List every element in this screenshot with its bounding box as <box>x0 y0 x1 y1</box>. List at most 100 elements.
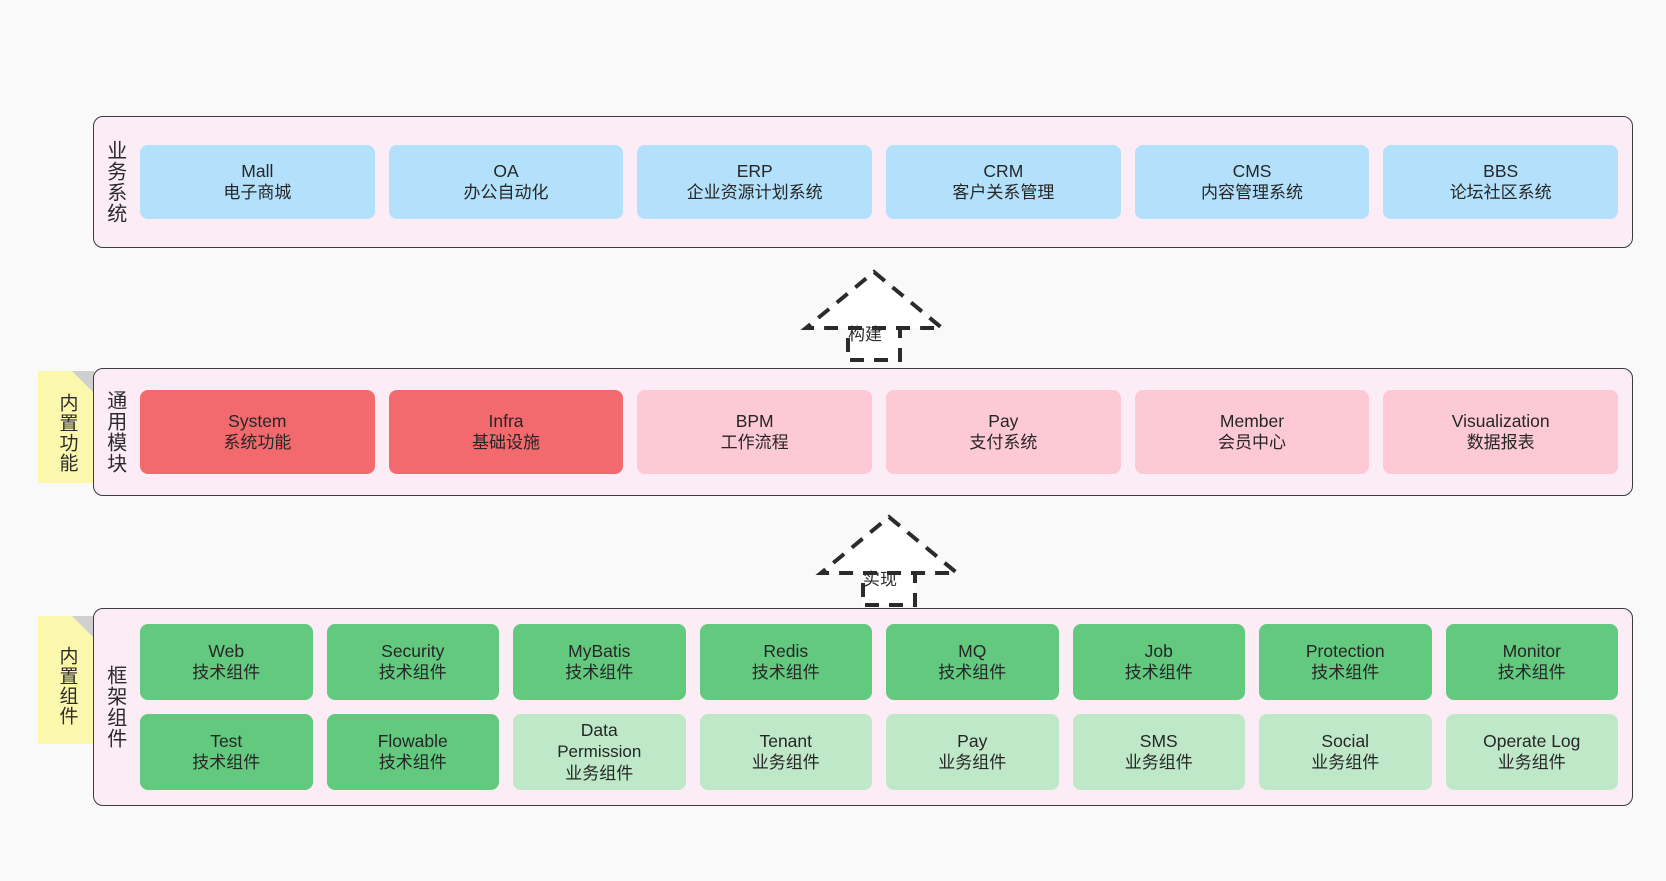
card-subtitle: 技术组件 <box>938 663 1007 683</box>
card-title: Test <box>210 730 243 751</box>
card-infra[interactable]: Infra 基础设施 <box>388 390 624 474</box>
card-title: Data <box>580 720 618 741</box>
card-redis[interactable]: Redis 技术组件 <box>699 624 872 700</box>
card-title: Tenant <box>759 730 813 751</box>
card-oa[interactable]: OA 办公自动化 <box>388 145 624 219</box>
card-web[interactable]: Web 技术组件 <box>140 624 313 700</box>
framework-business-row: Test 技术组件 Flowable 技术组件 Data Permission … <box>140 714 1618 790</box>
card-subtitle: 系统功能 <box>223 433 292 453</box>
layer-body-business-systems: Mall 电子商城 OA 办公自动化 ERP 企业资源计划系统 CRM 客户关系… <box>134 117 1632 247</box>
card-subtitle: 支付系统 <box>969 433 1038 453</box>
build-connector: 构建 <box>800 266 948 362</box>
card-system[interactable]: System 系统功能 <box>140 390 375 474</box>
card-subtitle: 业务组件 <box>1497 753 1566 773</box>
card-sms[interactable]: SMS 业务组件 <box>1072 714 1245 790</box>
card-subtitle: 技术组件 <box>1311 663 1380 683</box>
card-mall[interactable]: Mall 电子商城 <box>140 145 375 219</box>
card-title: Social <box>1321 730 1370 751</box>
card-subtitle: 数据报表 <box>1466 433 1535 453</box>
builtin-components-note-label: 内置组件 <box>56 646 78 726</box>
card-subtitle: 技术组件 <box>192 753 261 773</box>
page-fold-icon <box>72 371 94 393</box>
card-title-cont: Permission <box>557 742 642 762</box>
layer-title-common-modules: 通用模块 <box>103 390 126 474</box>
builtin-features-note-label: 内置功能 <box>56 393 78 473</box>
card-title: BBS <box>1483 160 1519 181</box>
card-title: CRM <box>983 160 1024 181</box>
card-title: Job <box>1144 640 1173 661</box>
card-title: Flowable <box>377 730 448 751</box>
card-title: SMS <box>1139 730 1178 751</box>
implement-connector-label: 实现 <box>863 570 897 589</box>
card-flowable[interactable]: Flowable 技术组件 <box>326 714 499 790</box>
card-protection[interactable]: Protection 技术组件 <box>1259 624 1432 700</box>
card-subtitle: 技术组件 <box>378 753 447 773</box>
card-title: Pay <box>988 410 1019 431</box>
layer-body-common-modules: System 系统功能 Infra 基础设施 BPM 工作流程 Pay 支付系统… <box>134 369 1632 495</box>
card-operate-log[interactable]: Operate Log 业务组件 <box>1445 714 1618 790</box>
dashed-stem <box>861 571 917 607</box>
card-title: Member <box>1219 410 1285 431</box>
card-erp[interactable]: ERP 企业资源计划系统 <box>637 145 873 219</box>
build-connector-label: 构建 <box>848 325 882 344</box>
card-title: Web <box>208 640 245 661</box>
card-subtitle: 企业资源计划系统 <box>686 183 823 203</box>
layer-body-framework-components: Web 技术组件 Security 技术组件 MyBatis 技术组件 Redi… <box>134 609 1632 805</box>
framework-tech-row: Web 技术组件 Security 技术组件 MyBatis 技术组件 Redi… <box>140 624 1618 700</box>
card-title: Monitor <box>1502 640 1561 661</box>
card-title: Operate Log <box>1483 730 1581 751</box>
card-subtitle: 技术组件 <box>378 663 447 683</box>
card-subtitle: 基础设施 <box>472 433 540 453</box>
card-subtitle: 业务组件 <box>1124 753 1193 773</box>
dashed-stem <box>846 326 902 362</box>
card-security[interactable]: Security 技术组件 <box>326 624 499 700</box>
layer-business-systems: 业务系统 Mall 电子商城 OA 办公自动化 ERP 企业资源计划系统 CRM… <box>93 116 1633 248</box>
card-title: ERP <box>736 160 773 181</box>
card-subtitle: 技术组件 <box>1124 663 1193 683</box>
card-subtitle: 内容管理系统 <box>1201 183 1304 203</box>
layer-framework-components: 框架组件 Web 技术组件 Security 技术组件 MyBatis 技术组件… <box>93 608 1633 806</box>
card-data-permission[interactable]: Data Permission 业务组件 <box>513 714 686 790</box>
card-subtitle: 办公自动化 <box>463 183 549 203</box>
card-mybatis[interactable]: MyBatis 技术组件 <box>513 624 686 700</box>
card-subtitle: 业务组件 <box>938 753 1007 773</box>
card-cms[interactable]: CMS 内容管理系统 <box>1134 145 1370 219</box>
card-subtitle: 会员中心 <box>1218 433 1287 453</box>
card-subtitle: 业务组件 <box>565 764 634 784</box>
card-title: MyBatis <box>568 640 631 661</box>
card-mq[interactable]: MQ 技术组件 <box>886 624 1059 700</box>
card-tenant[interactable]: Tenant 业务组件 <box>699 714 872 790</box>
card-title: Pay <box>957 730 988 751</box>
implement-connector: 实现 <box>815 511 963 607</box>
card-subtitle: 业务组件 <box>1311 753 1380 773</box>
card-subtitle: 技术组件 <box>1497 663 1566 683</box>
card-visualization[interactable]: Visualization 数据报表 <box>1383 390 1619 474</box>
card-member[interactable]: Member 会员中心 <box>1134 390 1370 474</box>
card-pay[interactable]: Pay 支付系统 <box>886 390 1121 474</box>
card-subtitle: 技术组件 <box>751 663 820 683</box>
card-subtitle: 业务组件 <box>751 753 820 773</box>
card-subtitle: 客户关系管理 <box>952 183 1055 203</box>
card-title: Mall <box>241 160 274 181</box>
card-social[interactable]: Social 业务组件 <box>1259 714 1432 790</box>
card-title: System <box>228 410 287 431</box>
card-test[interactable]: Test 技术组件 <box>140 714 313 790</box>
card-title: OA <box>493 160 519 181</box>
card-title: BPM <box>735 410 774 431</box>
card-job[interactable]: Job 技术组件 <box>1072 624 1245 700</box>
layer-title-framework-components: 框架组件 <box>103 665 126 749</box>
card-title: MQ <box>958 640 987 661</box>
card-subtitle: 技术组件 <box>565 663 634 683</box>
card-bpm[interactable]: BPM 工作流程 <box>637 390 873 474</box>
card-subtitle: 电子商城 <box>223 183 292 203</box>
builtin-components-note: 内置组件 <box>38 616 94 744</box>
layer-common-modules: 通用模块 System 系统功能 Infra 基础设施 BPM 工作流程 Pay… <box>93 368 1633 496</box>
card-title: Security <box>381 640 445 661</box>
card-title: Infra <box>488 410 524 431</box>
card-monitor[interactable]: Monitor 技术组件 <box>1445 624 1618 700</box>
card-subtitle: 论坛社区系统 <box>1449 183 1552 203</box>
card-crm[interactable]: CRM 客户关系管理 <box>886 145 1121 219</box>
card-pay-business[interactable]: Pay 业务组件 <box>886 714 1059 790</box>
card-bbs[interactable]: BBS 论坛社区系统 <box>1383 145 1619 219</box>
